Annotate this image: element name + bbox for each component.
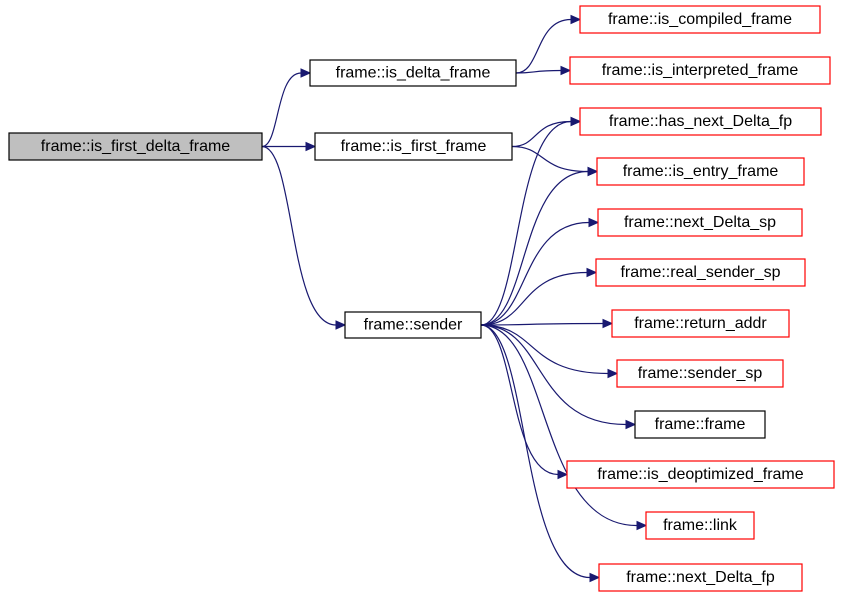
node-label: frame::sender xyxy=(364,317,463,334)
node-link[interactable]: frame::link xyxy=(645,511,755,540)
node-box xyxy=(598,563,803,592)
node-box xyxy=(569,56,831,85)
node-is-interpreted-frame[interactable]: frame::is_interpreted_frame xyxy=(569,56,831,85)
edge-n0-n1 xyxy=(261,68,312,148)
node-box xyxy=(634,410,766,439)
node-has-next-delta-fp[interactable]: frame::has_next_Delta_fp xyxy=(579,107,822,136)
node-sender-sp[interactable]: frame::sender_sp xyxy=(616,359,784,388)
edge-n3-n9 xyxy=(480,267,598,326)
edge-n3-n6 xyxy=(480,116,582,326)
node-label: frame::is_delta_frame xyxy=(336,65,491,82)
edge-n3-n13 xyxy=(480,324,569,480)
call-edges xyxy=(261,14,648,583)
node-box xyxy=(344,311,482,339)
node-is-first-frame[interactable]: frame::is_first_frame xyxy=(314,132,513,161)
node-label: frame::next_Delta_fp xyxy=(626,569,775,586)
node-box xyxy=(645,511,755,540)
node-box xyxy=(309,59,517,87)
node-label: frame::link xyxy=(663,517,738,534)
node-is-compiled-frame[interactable]: frame::is_compiled_frame xyxy=(579,5,821,34)
node-is-first-delta-frame[interactable]: frame::is_first_delta_frame xyxy=(8,132,263,161)
edge-n0-n2 xyxy=(261,141,317,152)
node-label: frame::is_first_frame xyxy=(341,138,487,155)
edge-n3-n14 xyxy=(480,324,648,531)
node-is-delta-frame[interactable]: frame::is_delta_frame xyxy=(309,59,517,87)
node-label: frame::is_compiled_frame xyxy=(608,11,792,28)
node-label: frame::sender_sp xyxy=(638,365,763,382)
edge-n3-n11 xyxy=(480,324,619,379)
node-box xyxy=(8,132,263,161)
node-label: frame::has_next_Delta_fp xyxy=(609,113,792,130)
node-next-delta-fp[interactable]: frame::next_Delta_fp xyxy=(598,563,803,592)
node-box xyxy=(579,107,822,136)
node-label: frame::frame xyxy=(655,416,746,433)
node-label: frame::is_entry_frame xyxy=(623,163,779,180)
node-next-delta-sp[interactable]: frame::next_Delta_sp xyxy=(597,208,803,237)
node-box xyxy=(597,208,803,237)
edge-n0-n3 xyxy=(261,145,347,330)
node-return-addr[interactable]: frame::return_addr xyxy=(611,309,790,338)
edge-n3-n7 xyxy=(480,166,599,326)
node-label: frame::is_interpreted_frame xyxy=(602,62,799,79)
node-box xyxy=(566,460,835,489)
node-label: frame::real_sender_sp xyxy=(620,264,780,281)
node-box xyxy=(596,157,805,186)
edge-n1-n4 xyxy=(515,14,582,74)
node-box xyxy=(595,258,806,287)
node-frame[interactable]: frame::frame xyxy=(634,410,766,439)
node-label: frame::next_Delta_sp xyxy=(624,214,776,231)
edge-n3-n10 xyxy=(480,318,614,329)
node-is-deoptimized-frame[interactable]: frame::is_deoptimized_frame xyxy=(566,460,835,489)
node-box xyxy=(314,132,513,161)
node-box xyxy=(616,359,784,388)
node-label: frame::is_deoptimized_frame xyxy=(597,466,803,483)
edge-n3-n12 xyxy=(480,324,637,430)
edge-n1-n5 xyxy=(515,65,572,76)
edge-n3-n15 xyxy=(480,324,601,583)
node-box xyxy=(579,5,821,34)
node-sender[interactable]: frame::sender xyxy=(344,311,482,339)
node-label: frame::is_first_delta_frame xyxy=(41,138,231,155)
node-box xyxy=(611,309,790,338)
node-is-entry-frame[interactable]: frame::is_entry_frame xyxy=(596,157,805,186)
edge-n3-n8 xyxy=(480,217,600,326)
node-label: frame::return_addr xyxy=(634,315,767,332)
node-real-sender-sp[interactable]: frame::real_sender_sp xyxy=(595,258,806,287)
